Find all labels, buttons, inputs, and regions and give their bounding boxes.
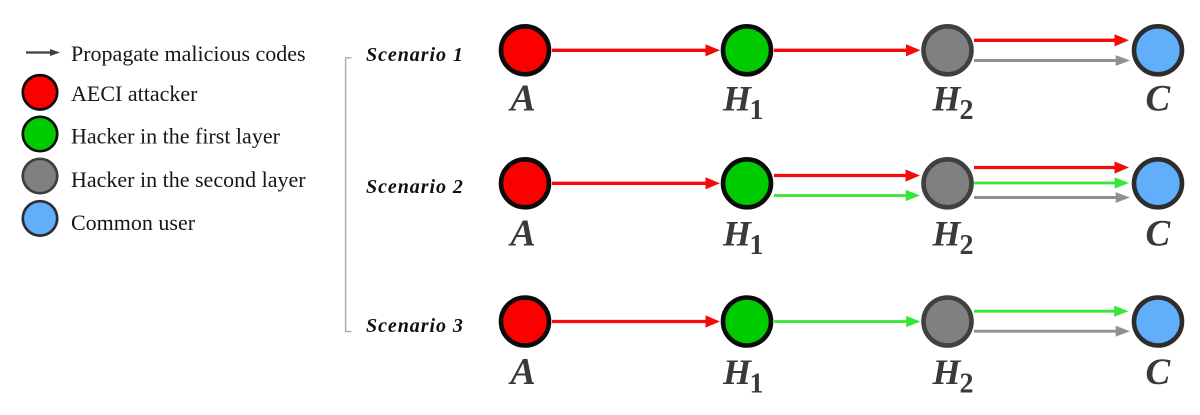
svg-text:Hacker in the first layer: Hacker in the first layer — [71, 123, 281, 148]
svg-text:H: H — [932, 79, 962, 119]
svg-text:A: A — [508, 78, 535, 120]
svg-text:1: 1 — [750, 95, 764, 126]
svg-text:C: C — [1145, 79, 1171, 120]
svg-text:1: 1 — [750, 369, 764, 400]
svg-text:Common user: Common user — [71, 210, 196, 235]
svg-text:Scenario 2: Scenario 2 — [366, 176, 464, 198]
svg-text:2: 2 — [960, 369, 974, 400]
svg-text:C: C — [1145, 352, 1171, 393]
svg-text:H: H — [932, 214, 962, 254]
svg-text:H: H — [932, 352, 962, 392]
svg-text:A: A — [508, 351, 535, 393]
svg-text:Propagate malicious codes: Propagate malicious codes — [71, 41, 306, 66]
svg-text:1: 1 — [750, 230, 764, 261]
svg-text:Scenario 1: Scenario 1 — [366, 44, 464, 66]
svg-text:H: H — [722, 79, 752, 119]
svg-text:Scenario 3: Scenario 3 — [366, 315, 464, 337]
svg-text:H: H — [722, 352, 752, 392]
svg-text:C: C — [1145, 214, 1171, 255]
svg-text:AECI attacker: AECI attacker — [71, 81, 198, 106]
svg-text:A: A — [508, 213, 535, 255]
svg-text:Hacker in the second layer: Hacker in the second layer — [71, 167, 306, 192]
svg-text:2: 2 — [960, 230, 974, 261]
svg-text:H: H — [722, 214, 752, 254]
svg-text:2: 2 — [960, 95, 974, 126]
